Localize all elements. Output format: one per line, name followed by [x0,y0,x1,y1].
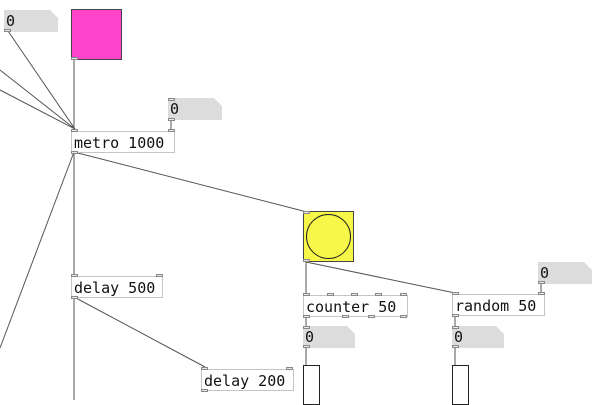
number-box[interactable]: 0 [538,262,592,284]
inlet[interactable] [303,326,310,329]
object-label: metro 1000 [74,134,165,152]
bang-circle [306,214,351,259]
outlet[interactable] [538,281,545,284]
object-label: delay 200 [204,372,286,390]
inlet[interactable] [71,274,78,277]
outlet[interactable] [303,345,310,348]
patch-cord [73,296,206,368]
inlet[interactable] [201,367,208,370]
object-label: random 50 [455,297,537,315]
outlet[interactable] [400,315,407,318]
inlet[interactable] [400,293,407,296]
bang-yellow[interactable] [303,211,354,262]
patch-cord [0,151,75,349]
inlet[interactable] [327,293,334,296]
outlet[interactable] [303,315,310,318]
outlet[interactable] [452,314,459,317]
metro-object[interactable]: metro 1000 [71,131,175,153]
outlet[interactable] [71,296,78,299]
outlet[interactable] [168,118,175,121]
patch-cord [305,261,456,294]
counter-object[interactable]: counter 50 [303,295,408,317]
inlet[interactable] [351,293,358,296]
vertical-slider[interactable] [452,365,469,405]
number-box[interactable]: 0 [4,10,58,32]
number-value: 0 [305,328,315,346]
delay-object[interactable]: delay 200 [201,369,294,391]
inlet[interactable] [452,326,459,329]
inlet[interactable] [303,293,310,296]
inlet[interactable] [538,292,545,295]
outlet[interactable] [4,29,11,32]
number-box[interactable]: 0 [303,326,355,348]
number-value: 0 [170,100,180,118]
patch-cord [73,151,308,213]
patch-cord [0,89,76,130]
inlet[interactable] [71,129,78,132]
inlet[interactable] [375,293,382,296]
random-object[interactable]: random 50 [452,294,545,316]
number-box[interactable]: 0 [168,98,222,120]
inlet[interactable] [303,211,310,214]
object-label: delay 500 [74,279,156,297]
inlet[interactable] [168,129,175,132]
outlet[interactable] [201,389,208,392]
number-box[interactable]: 0 [452,326,504,348]
inlet[interactable] [452,292,459,295]
number-value: 0 [454,328,464,346]
inlet[interactable] [286,367,293,370]
vertical-slider[interactable] [303,365,320,405]
outlet[interactable] [368,315,375,318]
outlet[interactable] [71,151,78,154]
object-label: counter 50 [306,298,397,316]
outlet[interactable] [342,315,349,318]
outlet[interactable] [71,57,78,60]
delay-object[interactable]: delay 500 [71,276,163,298]
patch-cord [0,69,76,130]
inlet[interactable] [168,98,175,101]
inlet[interactable] [156,274,163,277]
number-value: 0 [6,12,16,30]
patch-cord [7,30,76,130]
outlet[interactable] [303,259,310,262]
outlet[interactable] [452,345,459,348]
number-value: 0 [540,264,550,282]
toggle-pink[interactable] [71,9,122,60]
